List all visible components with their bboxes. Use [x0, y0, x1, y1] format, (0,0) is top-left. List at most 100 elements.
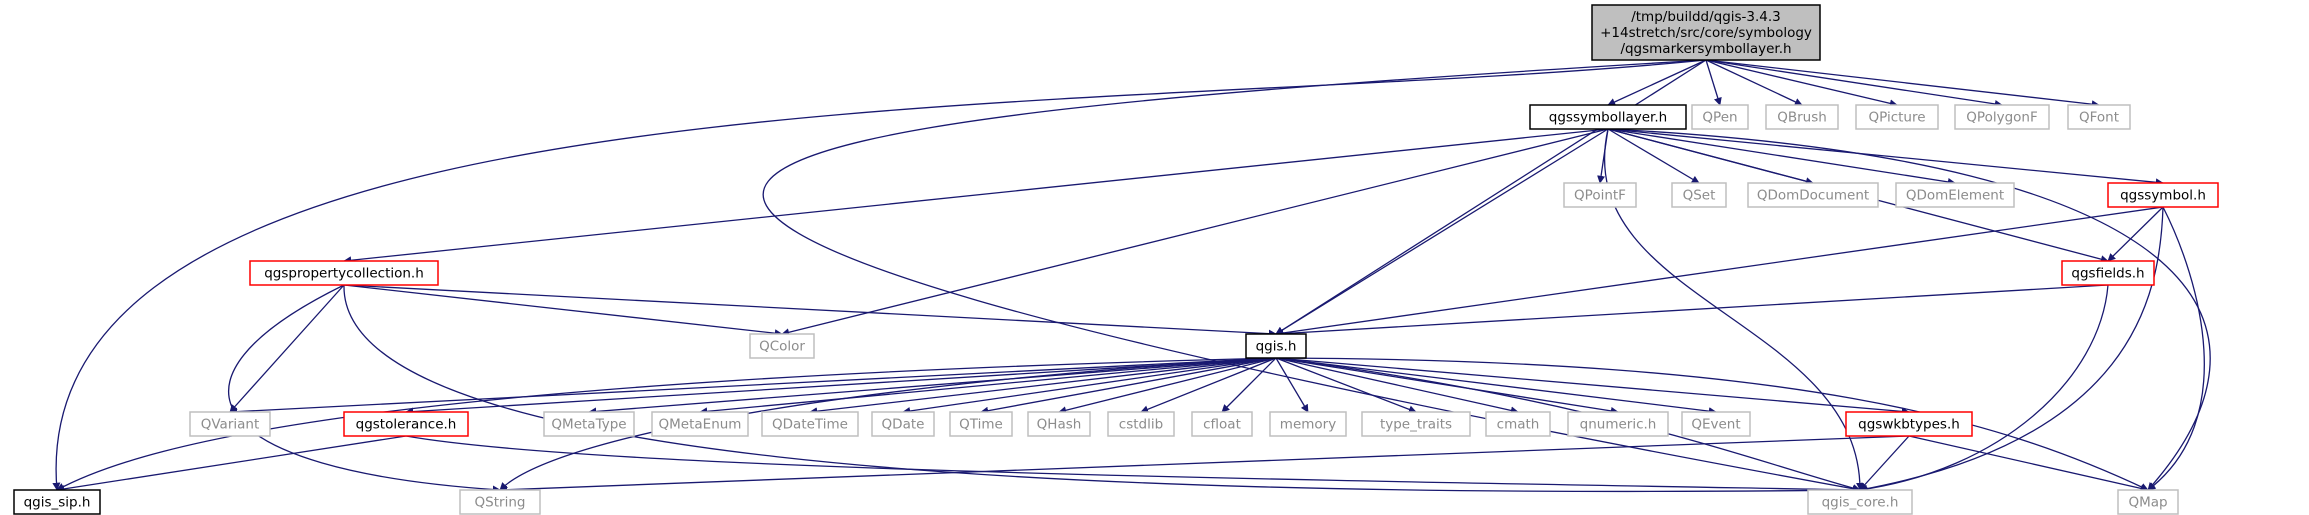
edge-qgsfields-to-qgis: [1275, 284, 2109, 338]
node-label-root: +14stretch/src/core/symbology: [1600, 25, 1812, 41]
node-box-qgssymbol: [2107, 182, 2219, 208]
node-qgis_sip[interactable]: qgis_sip.h: [13, 489, 101, 515]
node-qgswkbtypes[interactable]: qgswkbtypes.h: [1845, 411, 1973, 437]
node-QPen: QPen: [1691, 104, 1749, 130]
node-label-root: /qgsmarkersymbollayer.h: [1620, 41, 1791, 57]
node-qgsfields[interactable]: qgsfields.h: [2061, 260, 2155, 286]
node-label-qgis_core: qgis_core.h: [1822, 495, 1899, 511]
node-label-QBrush: QBrush: [1777, 110, 1827, 126]
edge-root-to-QPolygonF: [1705, 59, 2003, 108]
edge-qgssymbol-to-qgis: [1275, 206, 2164, 337]
edge-qgspropertycollection-to-QVariant: [229, 284, 345, 413]
node-box-QDate: [871, 411, 935, 437]
edge-qgssymbol-to-qgis_core: [1859, 206, 2164, 493]
node-cstdlib: cstdlib: [1107, 411, 1175, 437]
node-label-QDateTime: QDateTime: [772, 417, 848, 433]
edge-qgssymbollayer-to-qgssymbol: [1607, 128, 2164, 187]
edge-qgis-to-type_traits: [1275, 357, 1417, 414]
node-box-QEvent: [1681, 411, 1751, 437]
node-QDateTime: QDateTime: [761, 411, 859, 437]
node-label-QPolygonF: QPolygonF: [1966, 110, 2037, 126]
node-cmath: cmath: [1485, 411, 1551, 437]
edge-qgswkbtypes-to-QString: [499, 435, 1910, 494]
node-label-cstdlib: cstdlib: [1119, 417, 1163, 433]
edge-qgswkbtypes-to-QMap: [1908, 435, 2149, 493]
node-label-QPointF: QPointF: [1574, 188, 1626, 204]
node-box-type_traits: [1361, 411, 1471, 437]
edge-qgsfields-to-qgis_core: [1859, 284, 2109, 493]
node-QHash: QHash: [1027, 411, 1091, 437]
node-box-QDateTime: [761, 411, 859, 437]
edge-qgssymbollayer-to-QMap: [1607, 128, 2211, 491]
node-box-memory: [1269, 411, 1347, 437]
edge-qgis-to-QString: [499, 357, 1277, 491]
node-box-QColor: [749, 333, 815, 359]
node-box-QHash: [1027, 411, 1091, 437]
edge-qgis-to-QMap: [1275, 357, 2149, 491]
node-label-qgis_sip: qgis_sip.h: [24, 495, 91, 511]
node-box-QPicture: [1855, 104, 1939, 130]
node-qgssymbollayer[interactable]: qgssymbollayer.h: [1529, 104, 1687, 130]
node-box-QPen: [1691, 104, 1749, 130]
node-QPolygonF: QPolygonF: [1954, 104, 2050, 130]
node-label-QDomDocument: QDomDocument: [1757, 188, 1869, 204]
node-box-qnumeric: [1567, 411, 1669, 437]
edge-qgssymbollayer-to-qgis: [1275, 128, 1609, 335]
edge-qgssymbollayer-to-QColor: [781, 128, 1609, 337]
node-QVariant: QVariant: [189, 411, 271, 437]
edge-qgssymbollayer-to-QDomElement: [1607, 128, 1956, 186]
node-box-qgis_core: [1807, 489, 1913, 515]
edge-root-to-qgis: [1275, 59, 1707, 335]
node-box-qgstolerance: [343, 411, 469, 437]
edge-qgis-to-QVariant: [229, 357, 1277, 416]
node-label-QPicture: QPicture: [1868, 110, 1925, 126]
node-QPicture: QPicture: [1855, 104, 1939, 130]
edge-root-to-QBrush: [1705, 59, 1803, 106]
edge-qgspropertycollection-to-QColor: [343, 284, 783, 338]
edge-qgis-to-qgswkbtypes: [1275, 357, 1910, 416]
node-qgis[interactable]: qgis.h: [1245, 333, 1307, 359]
edge-qgspropertycollection-to-QString: [228, 284, 501, 494]
node-qnumeric: qnumeric.h: [1567, 411, 1669, 437]
node-label-qgssymbollayer: qgssymbollayer.h: [1549, 110, 1667, 126]
node-box-qgssymbollayer: [1529, 104, 1687, 130]
node-qgspropertycollection[interactable]: qgspropertycollection.h: [249, 260, 439, 286]
node-box-QTime: [949, 411, 1013, 437]
edge-qgis-to-cstdlib: [1140, 357, 1277, 414]
header-nodes: /tmp/buildd/qgis-3.4.3+14stretch/src/cor…: [13, 4, 2219, 515]
node-box-qgis_sip: [13, 489, 101, 515]
node-label-qgswkbtypes: qgswkbtypes.h: [1858, 417, 1960, 433]
node-qgstolerance[interactable]: qgstolerance.h: [343, 411, 469, 437]
edge-qgis-to-cfloat: [1221, 357, 1277, 413]
node-box-QMetaEnum: [651, 411, 749, 437]
edge-qgis-to-QTime: [980, 357, 1277, 415]
node-qgssymbol[interactable]: qgssymbol.h: [2107, 182, 2219, 208]
node-label-QFont: QFont: [2079, 110, 2119, 126]
node-QMetaType: QMetaType: [543, 411, 635, 437]
node-label-QMetaType: QMetaType: [551, 417, 626, 433]
node-label-qgspropertycollection: qgspropertycollection.h: [264, 266, 424, 282]
node-label-qgsfields: qgsfields.h: [2071, 266, 2144, 282]
node-QSet: QSet: [1671, 182, 1727, 208]
node-box-QDomElement: [1895, 182, 2015, 208]
node-box-QMetaType: [543, 411, 635, 437]
node-label-memory: memory: [1280, 417, 1336, 433]
node-QTime: QTime: [949, 411, 1013, 437]
node-box-QVariant: [189, 411, 271, 437]
edge-qgis-to-QDateTime: [809, 357, 1277, 416]
node-box-qgsfields: [2061, 260, 2155, 286]
node-label-QDomElement: QDomElement: [1906, 188, 2004, 204]
node-root[interactable]: /tmp/buildd/qgis-3.4.3+14stretch/src/cor…: [1591, 4, 1821, 61]
edge-root-to-QPicture: [1705, 59, 1898, 108]
node-box-QString: [459, 489, 541, 515]
node-QMap: QMap: [2117, 489, 2179, 515]
node-box-qgspropertycollection: [249, 260, 439, 286]
node-label-QMap: QMap: [2128, 495, 2167, 511]
node-label-QPen: QPen: [1702, 110, 1737, 126]
node-box-QPointF: [1563, 182, 1637, 208]
node-label-QString: QString: [475, 495, 526, 511]
node-QBrush: QBrush: [1765, 104, 1839, 130]
edge-qgswkbtypes-to-qgis_core: [1859, 435, 1910, 491]
edge-qgssymbollayer-to-qgspropertycollection: [343, 128, 1609, 265]
